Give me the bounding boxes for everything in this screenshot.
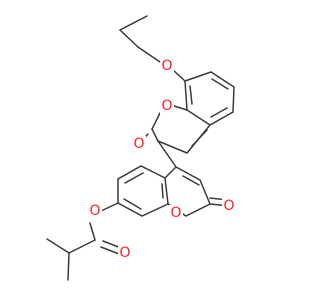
upper-ring-o-bond-1	[173, 105, 188, 111]
oxygen-atom-upper-carbonyl: O	[133, 136, 144, 152]
oxygen-atom-ester-carbonyl: O	[119, 245, 130, 261]
lower-benzene-double-3	[161, 183, 164, 199]
lower-benzene-double-1	[124, 172, 144, 184]
molecule-canvas: O O O O O O O	[46, 15, 236, 281]
upper-ring-o-bond-2	[151, 112, 161, 130]
bond-ethoxy-o	[137, 46, 161, 63]
bond-ethoxy-aryl	[172, 69, 186, 82]
oxygen-label-bg-upper-ring	[160, 98, 174, 114]
upper-benzene-double-1	[211, 78, 229, 90]
lower-benzene-double-2	[123, 198, 142, 210]
upper-benzene-double-2	[210, 107, 228, 118]
oxygen-atom-ester: O	[89, 203, 100, 219]
oxygen-label-bg-upper-carbonyl	[132, 136, 146, 152]
lower-pyranone-double	[182, 175, 200, 186]
ester-carbonyl-double-2	[100, 246, 120, 255]
molecule-structure: O O O O O O O	[46, 15, 236, 281]
upper-benzene-ring	[184, 71, 235, 126]
upper-benzene-double-3	[189, 85, 193, 105]
upper-ring-carbonyl-bond	[151, 128, 159, 142]
oxygen-atom-upper-ring: O	[161, 98, 172, 114]
oxygen-atom-lower-ring: O	[170, 205, 181, 221]
oxygen-label-bg-ethoxy	[160, 58, 174, 74]
bond-ethyl-1	[119, 15, 148, 31]
oxygen-atom-ethoxy: O	[161, 58, 172, 74]
bond-ethyl-2	[119, 29, 139, 48]
ester-o-aryl	[100, 202, 119, 212]
isopropyl-methyl-2	[67, 252, 70, 281]
oxygen-atom-lower-carbonyl: O	[223, 198, 234, 214]
oxygen-label-bg-ester	[88, 203, 102, 219]
upper-ring-c4-double	[191, 129, 208, 147]
oxygen-label-bg-ester-carbonyl	[118, 245, 132, 261]
lower-benzene-ring	[117, 165, 169, 217]
upper-ring-c3-c4	[157, 140, 188, 154]
ester-o-carbonyl	[89, 222, 96, 241]
isopropyl-methyl-1	[46, 238, 70, 254]
interring-link	[157, 140, 177, 168]
oxygen-label-bg-lower-ring	[169, 205, 183, 221]
ester-chain-1	[68, 239, 96, 254]
oxygen-label-bg-lower-carbonyl	[222, 198, 236, 214]
